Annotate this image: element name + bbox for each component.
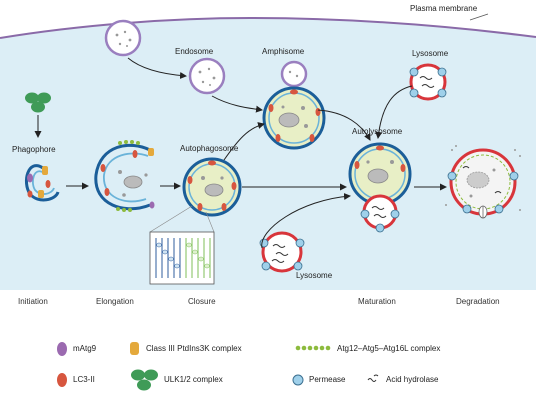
elongating-phagophore xyxy=(94,140,155,212)
membrane-pointer xyxy=(469,13,489,21)
legend-atg12: Atg12–Atg5–Atg16L complex xyxy=(337,344,441,353)
legend-icons xyxy=(57,342,379,391)
stage-closure: Closure xyxy=(188,297,216,306)
autophagosome-label: Autophagosome xyxy=(180,144,239,153)
lysosome-top xyxy=(409,63,447,101)
legend-ulk: ULK1/2 complex xyxy=(164,375,223,384)
lysosome-bottom xyxy=(259,231,305,273)
lysosome-top-label: Lysosome xyxy=(412,49,449,58)
endosome xyxy=(188,57,226,95)
plasma-membrane-label: Plasma membrane xyxy=(410,4,478,13)
amphisome-label: Amphisome xyxy=(262,47,305,56)
degrading-autolysosome xyxy=(445,145,521,219)
closure-zoom-inset xyxy=(149,205,215,285)
ulk-complex-initiation xyxy=(25,92,51,113)
plasma-membrane xyxy=(0,16,536,39)
pathway-arrows xyxy=(34,57,447,249)
legend-matg9: mAtg9 xyxy=(73,344,97,353)
endocytic-vesicle xyxy=(104,19,142,57)
autolysosome-label: Autolysosome xyxy=(352,127,403,136)
legend-hydrolase: Acid hydrolase xyxy=(386,375,439,384)
amphisome xyxy=(262,60,326,150)
autolysosome xyxy=(348,142,412,233)
phagophore xyxy=(25,164,60,202)
endosome-label: Endosome xyxy=(175,47,214,56)
legend-lc3: LC3-II xyxy=(73,375,95,384)
cytoplasm-region xyxy=(0,18,536,290)
legend-class3: Class III PtdIns3K complex xyxy=(146,344,242,353)
stage-maturation: Maturation xyxy=(358,297,396,306)
phagophore-label: Phagophore xyxy=(12,145,56,154)
legend-permease: Permease xyxy=(309,375,346,384)
stage-initiation: Initiation xyxy=(18,297,48,306)
stage-elongation: Elongation xyxy=(96,297,134,306)
stage-degradation: Degradation xyxy=(456,297,500,306)
lysosome-bottom-label: Lysosome xyxy=(296,271,333,280)
autophagosome xyxy=(182,157,242,217)
